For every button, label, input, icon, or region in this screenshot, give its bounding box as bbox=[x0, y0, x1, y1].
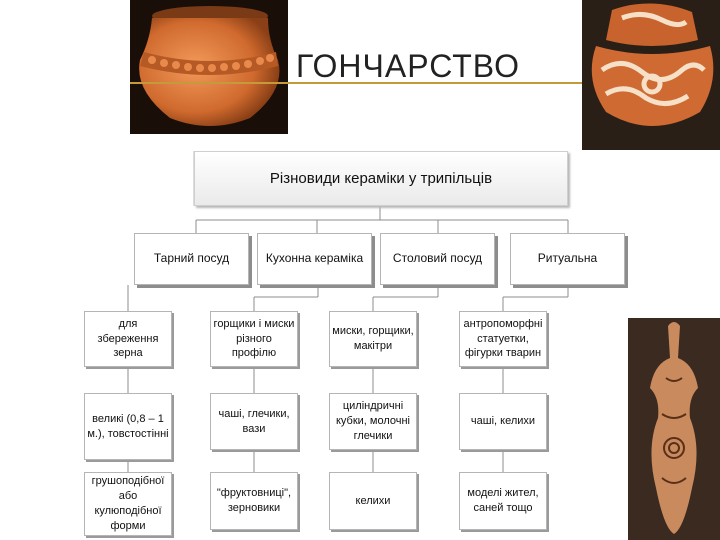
item-ritual-2: чаші, келихи bbox=[459, 393, 547, 450]
category-ritual: Ритуальна bbox=[510, 233, 625, 285]
category-table: Столовий посуд bbox=[380, 233, 495, 285]
item-ritual-3: моделі жител, саней тощо bbox=[459, 472, 547, 530]
item-table-1: миски, горщики, макітри bbox=[329, 311, 417, 367]
item-table-3: келихи bbox=[329, 472, 417, 530]
item-ritual-1: антропоморфні статуетки, фігурки тварин bbox=[459, 311, 547, 367]
item-table-2: циліндричні кубки, молочні глечики bbox=[329, 393, 417, 450]
item-tare-1: для збереження зерна bbox=[84, 311, 172, 367]
item-tare-3: грушоподібної або кулюподібної форми bbox=[84, 472, 172, 536]
root-connector bbox=[195, 206, 569, 233]
painted-pot-icon bbox=[591, 3, 714, 126]
category-tare: Тарний посуд bbox=[134, 233, 249, 285]
page-title: ГОНЧАРСТВО bbox=[296, 48, 520, 84]
category-kitchen: Кухонна кераміка bbox=[257, 233, 372, 285]
item-kitchen-1: горщики і миски різного профілю bbox=[210, 311, 298, 367]
figurine-image bbox=[628, 318, 720, 540]
title-underline bbox=[130, 82, 582, 84]
painted-pot-image bbox=[582, 0, 720, 150]
diagram-root: Різновиди кераміки у трипільців bbox=[194, 151, 568, 206]
clay-pot-icon bbox=[139, 6, 280, 126]
item-tare-2: великі (0,8 – 1 м.), товстостінні bbox=[84, 393, 172, 460]
item-kitchen-3: "фруктовниці", зерновики bbox=[210, 472, 298, 530]
item-kitchen-2: чаші, глечики, вази bbox=[210, 393, 298, 450]
figurine-icon bbox=[650, 322, 698, 534]
clay-pot-image bbox=[130, 0, 288, 134]
